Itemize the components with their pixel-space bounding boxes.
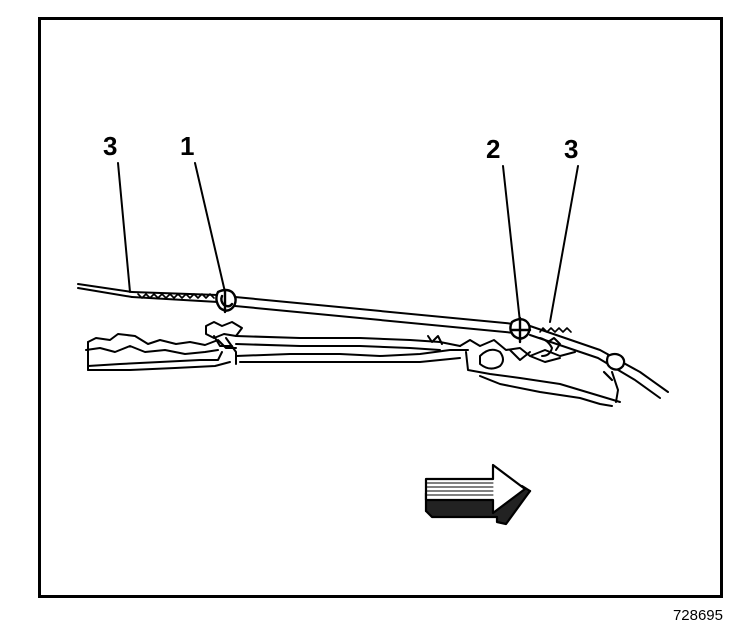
callout-label-1: 1 xyxy=(180,131,195,161)
leader-line-3-right xyxy=(549,165,579,323)
arrow-front-face xyxy=(424,463,527,515)
direction-arrow xyxy=(424,463,532,526)
figure-number: 728695 xyxy=(672,607,723,624)
figure-frame xyxy=(38,17,723,598)
clip-2 xyxy=(509,316,532,344)
body-panel xyxy=(85,321,621,407)
clip-far-right xyxy=(602,352,626,382)
callout-label-2: 2 xyxy=(486,134,501,164)
leader-line-3-left xyxy=(117,162,131,293)
leader-line-2 xyxy=(502,165,521,323)
clip-1 xyxy=(215,288,237,314)
callout-label-3-right: 3 xyxy=(564,134,579,164)
leader-line-1 xyxy=(194,162,226,293)
callout-label-3-left: 3 xyxy=(103,131,118,161)
leader-lines xyxy=(117,162,579,323)
